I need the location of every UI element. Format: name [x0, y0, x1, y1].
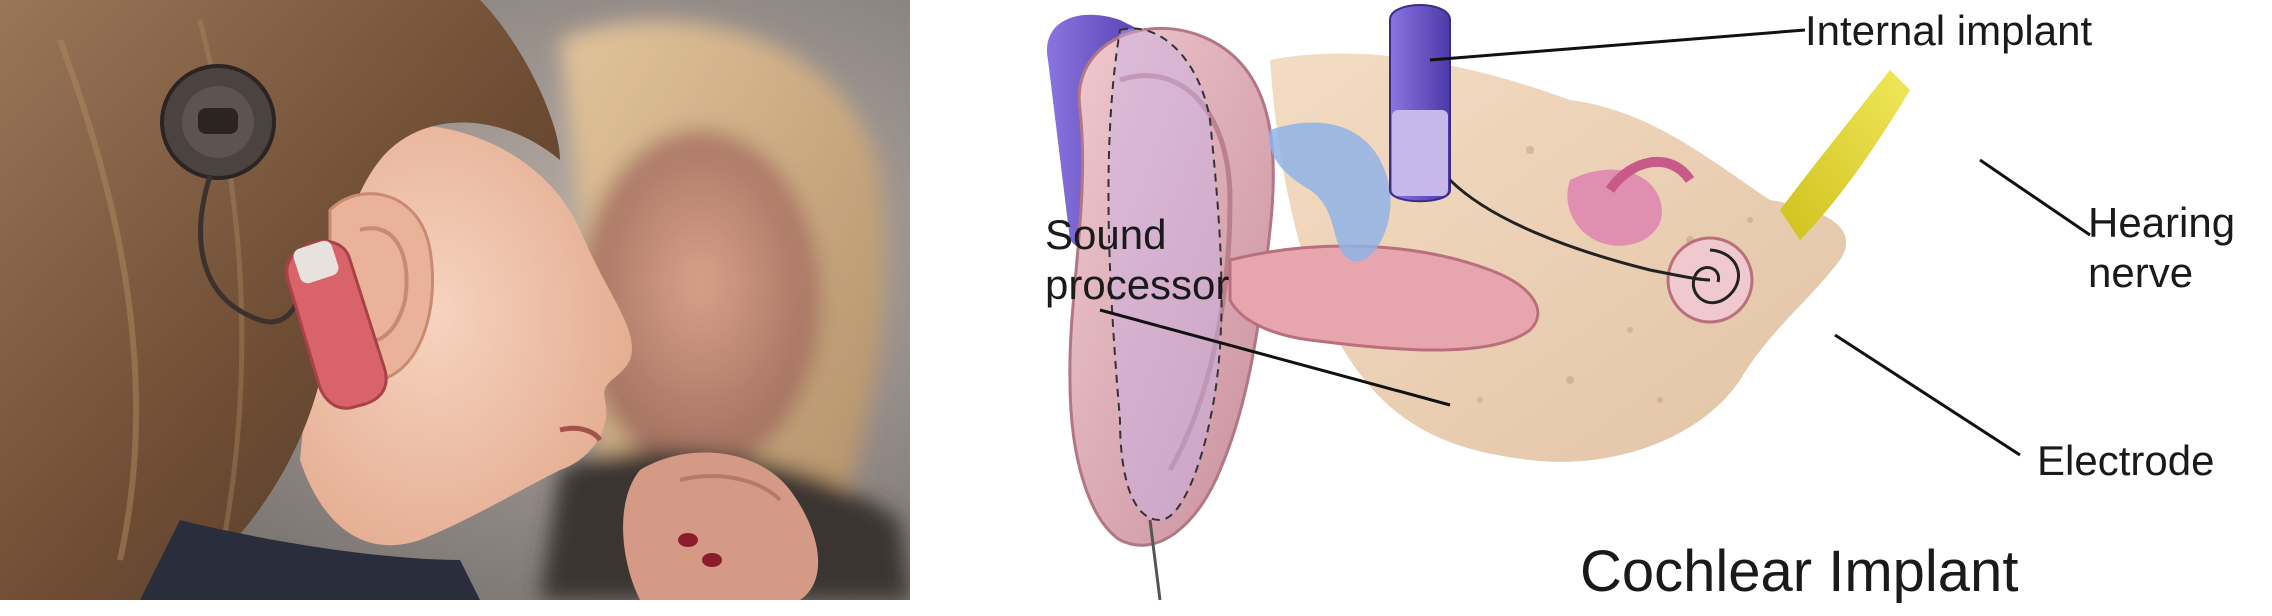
sound-processor-device: [285, 239, 388, 410]
photo-illustration: [0, 0, 910, 600]
label-hearing-nerve-line1: Hearing: [2088, 199, 2236, 246]
leader-hearing-nerve: [1979, 158, 2091, 237]
diagram-title: Cochlear Implant: [1580, 539, 2019, 604]
label-hearing-nerve-line2: nerve: [2088, 249, 2194, 296]
label-sound-processor-line2: processor: [1045, 261, 1230, 308]
implant-headpiece: [160, 64, 276, 180]
internal-implant: [1389, 4, 1451, 203]
cochlear-implant-diagram: Internal implant Sound processor Hearing…: [1010, 0, 2272, 616]
leader-sound-processor: [1099, 308, 1451, 407]
outer-ear: [1068, 26, 1275, 547]
semicircular-canals: [1567, 169, 1662, 246]
electrode-wire: [1448, 178, 1711, 282]
cochlear-implant-photo: [0, 0, 910, 600]
processor-wire: [1148, 519, 1162, 601]
leader-internal-implant: [1429, 28, 1806, 62]
sound-processor-outline: [1107, 27, 1223, 522]
hearing-nerve: [1780, 70, 1910, 240]
ear-anatomy-illustration: [1046, 4, 2091, 601]
child-hair: [0, 0, 560, 600]
leader-lines: [1099, 28, 2091, 457]
label-internal-implant: Internal implant: [1805, 7, 2093, 54]
label-electrode: Electrode: [2037, 437, 2215, 484]
leader-electrode: [1834, 333, 2021, 457]
label-sound-processor-line1: Sound: [1045, 211, 1167, 258]
transmitter-coil: [1269, 122, 1391, 262]
